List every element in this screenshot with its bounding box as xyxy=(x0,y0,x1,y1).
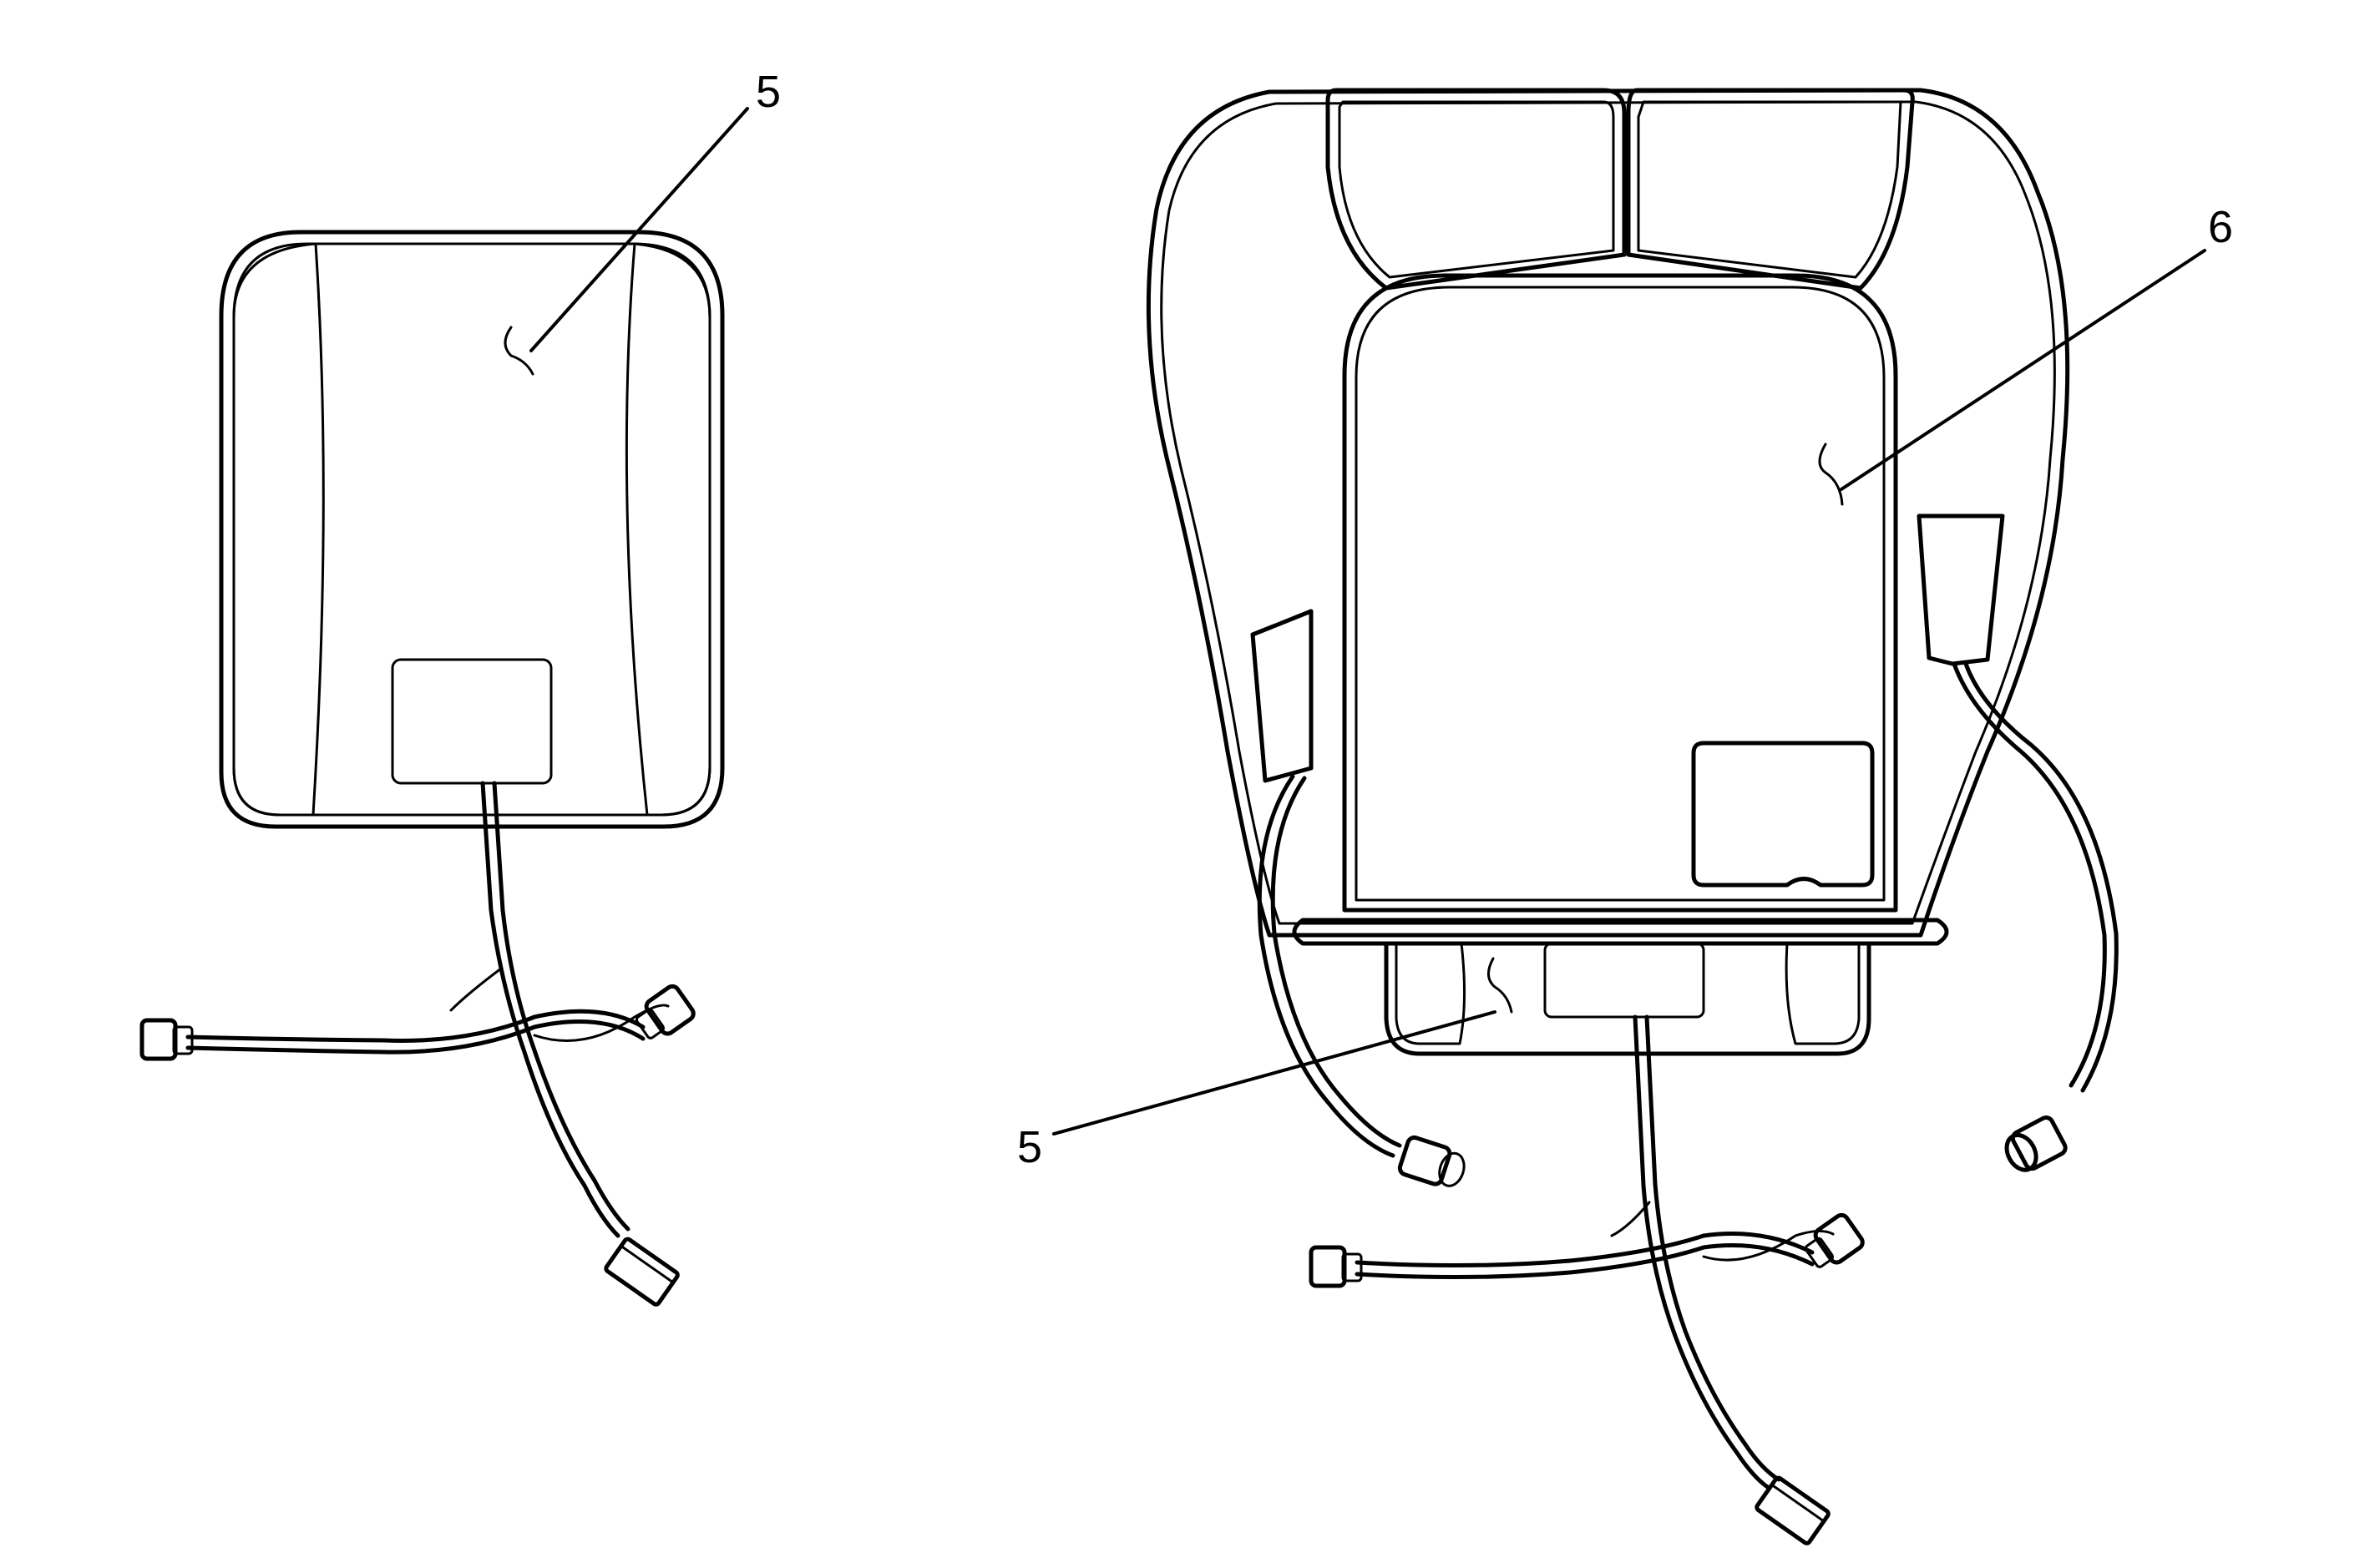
right-side-clip xyxy=(1917,513,2005,666)
right-bolster-pad xyxy=(625,242,711,817)
callout-right-5: 5 xyxy=(1017,1122,1042,1172)
lower-right-bolster-pad xyxy=(1785,942,1861,1045)
right-connector-c xyxy=(1755,1475,1831,1545)
right-connector-right-side xyxy=(2004,1115,2068,1172)
left-connector-a xyxy=(139,1018,194,1061)
right-connector-b xyxy=(1804,1212,1865,1268)
right-wiring-harness xyxy=(1355,1014,1835,1490)
lower-left-bolster-pad xyxy=(1395,942,1466,1045)
heater-module xyxy=(391,658,553,785)
lower-heater-module xyxy=(1543,942,1705,1019)
left-side-clip xyxy=(1250,609,1314,783)
callout-left-5: 5 xyxy=(756,67,781,117)
left-wiring-harness xyxy=(185,781,670,1238)
cover-heater-module xyxy=(1691,741,1875,888)
callout-right-6: 6 xyxy=(2208,202,2233,252)
left-connector-c xyxy=(604,1237,680,1307)
right-seat-assembly: 6 5 xyxy=(1017,88,2233,1545)
left-connector-b xyxy=(635,984,696,1040)
left-seat-heater: 5 xyxy=(139,67,781,1307)
left-bolster-pad xyxy=(232,242,325,817)
right-connector-left-side xyxy=(1397,1135,1466,1187)
seat-cross-tube xyxy=(1292,918,1949,946)
cover-heater-pad xyxy=(1342,273,1898,913)
right-connector-a xyxy=(1309,1245,1363,1288)
